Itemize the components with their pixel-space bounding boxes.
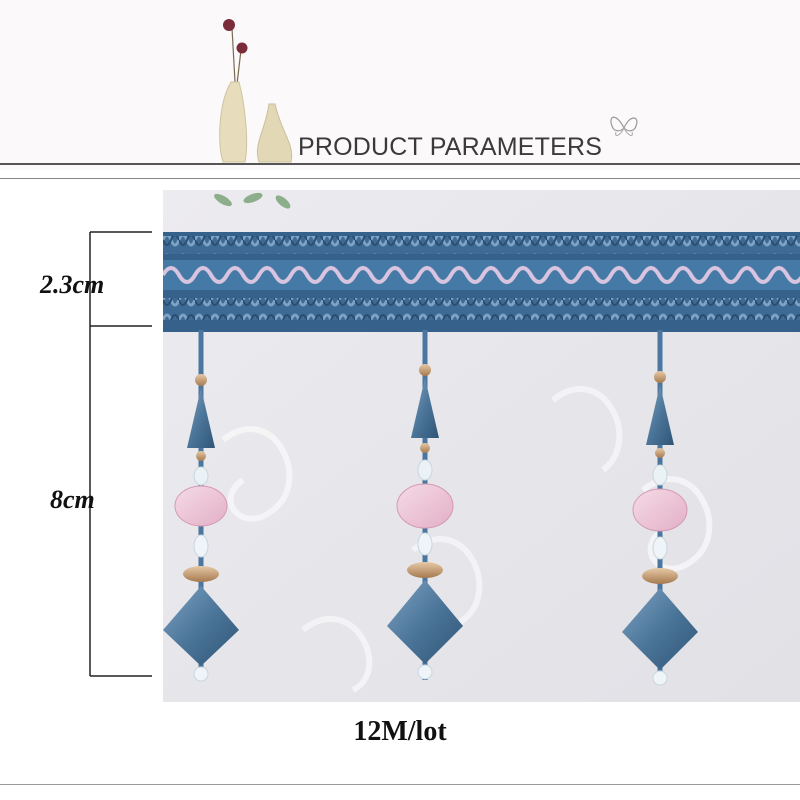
dimension-label-drop: 8cm bbox=[50, 485, 95, 514]
section-title: PRODUCT PARAMETERS bbox=[298, 133, 603, 161]
quantity-label: 12M/lot bbox=[353, 716, 447, 747]
header-divider-bottom bbox=[0, 178, 800, 179]
footer-divider bbox=[0, 784, 800, 785]
header-band bbox=[0, 0, 800, 170]
vase-decoration-icon bbox=[219, 19, 293, 163]
butterfly-icon bbox=[610, 116, 638, 136]
header-divider-top bbox=[0, 163, 800, 165]
product-photo bbox=[163, 190, 800, 702]
dimension-label-top: 2.3cm bbox=[40, 270, 105, 299]
